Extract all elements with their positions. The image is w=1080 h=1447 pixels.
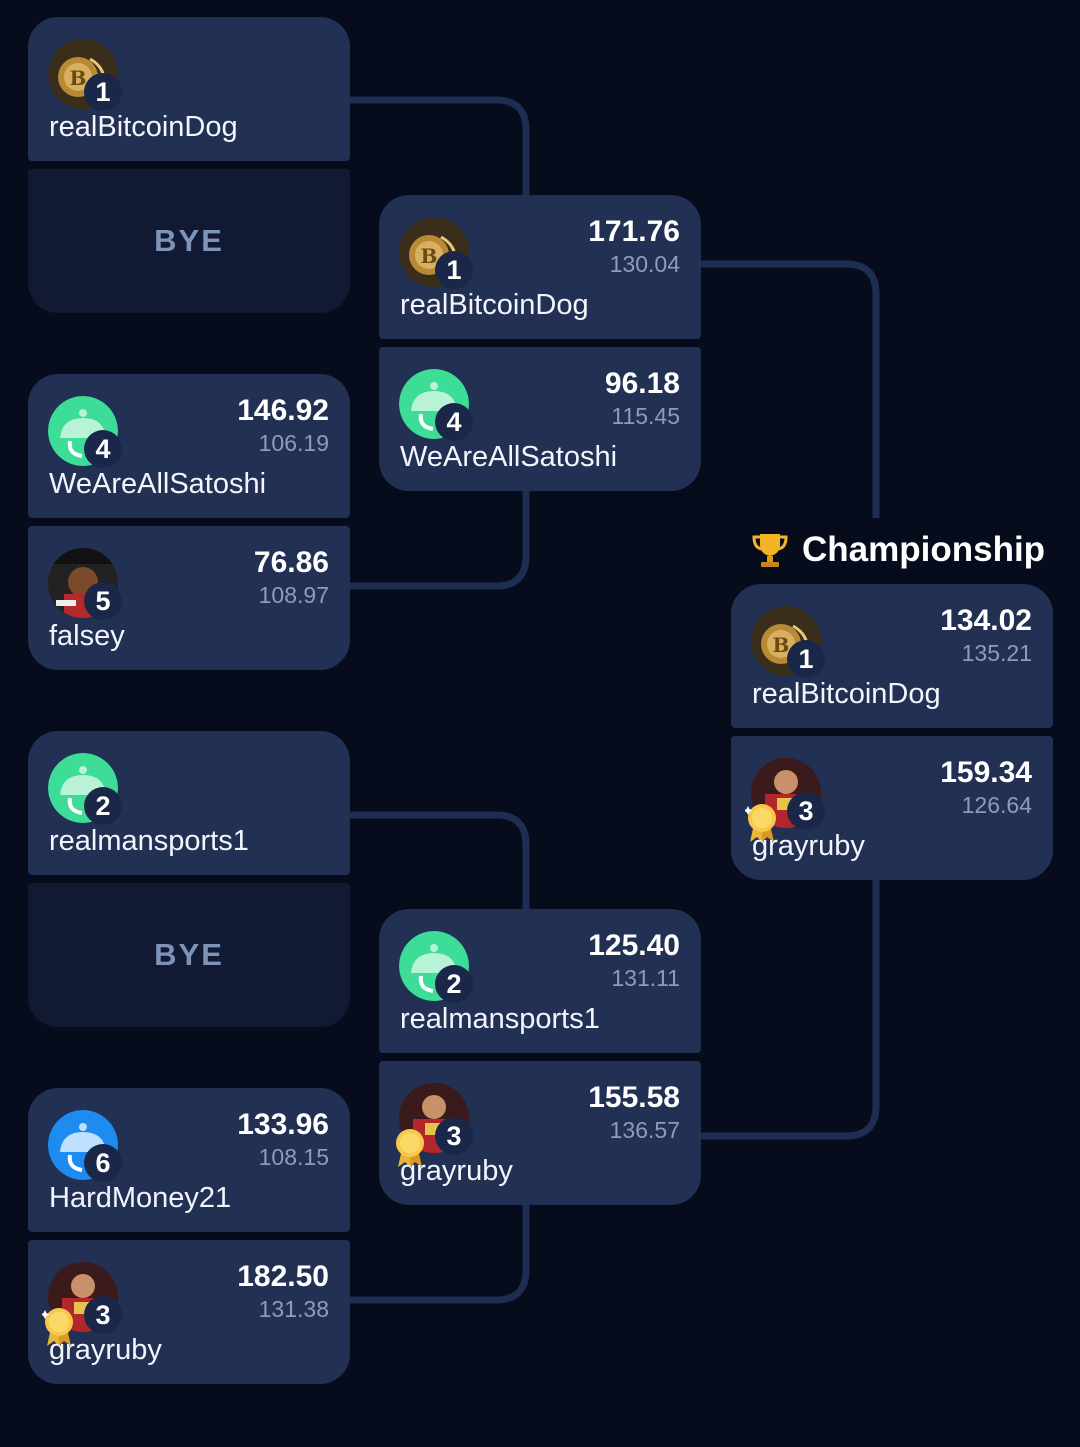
matchup-r1-m4-team-top[interactable]: 6 133.96 108.15 HardMoney21: [28, 1088, 350, 1232]
seed-badge: 6: [84, 1144, 122, 1182]
gold-medal-icon: [396, 1129, 424, 1167]
seed-badge: 2: [435, 965, 473, 1003]
team-score: 159.34: [940, 756, 1032, 789]
matchup-r1-m1-team-top[interactable]: B 1 realBitcoinDog: [28, 17, 350, 161]
projected-score: 136.57: [609, 1117, 680, 1143]
team-name: grayruby: [49, 1334, 162, 1366]
seed-badge: 4: [435, 403, 473, 441]
team-score: 155.58: [588, 1081, 680, 1114]
team-score: 96.18: [604, 367, 680, 400]
championship-title: Championship: [802, 530, 1046, 569]
team-name: WeAreAllSatoshi: [49, 468, 267, 500]
projected-score: 108.15: [258, 1144, 329, 1170]
team-score: 182.50: [237, 1260, 329, 1293]
team-name: WeAreAllSatoshi: [400, 441, 618, 473]
trophy-icon: [752, 534, 788, 567]
team-name: realBitcoinDog: [752, 678, 941, 710]
team-name: realBitcoinDog: [400, 289, 589, 321]
matchup-r2-m1-team-bottom[interactable]: 4 96.18 115.45 WeAreAllSatoshi: [379, 347, 701, 491]
seed-badge: 1: [435, 251, 473, 289]
bye-label: BYE: [154, 223, 224, 258]
team-score: 76.86: [253, 546, 329, 579]
projected-score: 135.21: [961, 640, 1032, 666]
projected-score: 130.04: [609, 251, 680, 277]
championship-heading: Championship: [750, 530, 1045, 570]
matchup-r1-m2-team-bottom[interactable]: 5 76.86 108.97 falsey: [28, 526, 350, 670]
projected-score: 115.45: [611, 403, 680, 429]
team-name: HardMoney21: [49, 1182, 232, 1214]
seed-badge: 5: [84, 582, 122, 620]
final-team-top[interactable]: B 1 134.02 135.21 realBitcoinDog: [731, 584, 1053, 728]
gold-medal-icon: [42, 1308, 73, 1346]
svg-text:B: B: [773, 633, 790, 657]
team-name: realmansports1: [400, 1003, 600, 1035]
team-score: 125.40: [588, 929, 680, 962]
matchup-r2-m1-team-top[interactable]: B 1 171.76 130.04 realBitcoinDog: [379, 195, 701, 339]
team-name: grayruby: [400, 1155, 513, 1187]
matchup-r1-m1-bye: BYE: [28, 169, 350, 313]
svg-text:B: B: [70, 66, 87, 90]
team-name: falsey: [49, 620, 125, 652]
team-name: realmansports1: [49, 825, 249, 857]
team-name: realBitcoinDog: [49, 111, 238, 143]
matchup-r2-m2-team-bottom[interactable]: 3 155.58 136.57 grayruby: [379, 1061, 701, 1205]
matchup-r2-m2-team-top[interactable]: 2 125.40 131.11 realmansports1: [379, 909, 701, 1053]
projected-score: 131.38: [258, 1296, 329, 1322]
projected-score: 131.11: [611, 965, 680, 991]
matchup-r1-m3-bye: BYE: [28, 883, 350, 1027]
matchup-r1-m4-team-bottom[interactable]: 3 182.50 131.38 grayruby: [28, 1240, 350, 1384]
matchup-r1-m3-team-top[interactable]: 2 realmansports1: [28, 731, 350, 875]
seed-badge: 1: [84, 73, 122, 111]
seed-badge: 4: [84, 430, 122, 468]
team-score: 146.92: [237, 394, 329, 427]
bye-label: BYE: [154, 937, 224, 972]
projected-score: 126.64: [961, 792, 1032, 818]
seed-badge: 3: [435, 1117, 473, 1155]
team-score: 133.96: [237, 1108, 329, 1141]
projected-score: 108.97: [258, 582, 329, 608]
svg-text:B: B: [421, 244, 438, 268]
seed-badge: 2: [84, 787, 122, 825]
team-score: 171.76: [588, 215, 680, 248]
seed-badge: 3: [84, 1296, 122, 1334]
matchup-r1-m2-team-top[interactable]: 4 146.92 106.19 WeAreAllSatoshi: [28, 374, 350, 518]
team-score: 134.02: [940, 604, 1032, 637]
final-team-bottom[interactable]: 3 159.34 126.64 grayruby: [731, 736, 1053, 880]
gold-medal-icon: [745, 804, 776, 842]
seed-badge: 3: [787, 792, 825, 830]
seed-badge: 1: [787, 640, 825, 678]
team-name: grayruby: [752, 830, 865, 862]
projected-score: 106.19: [258, 430, 329, 456]
